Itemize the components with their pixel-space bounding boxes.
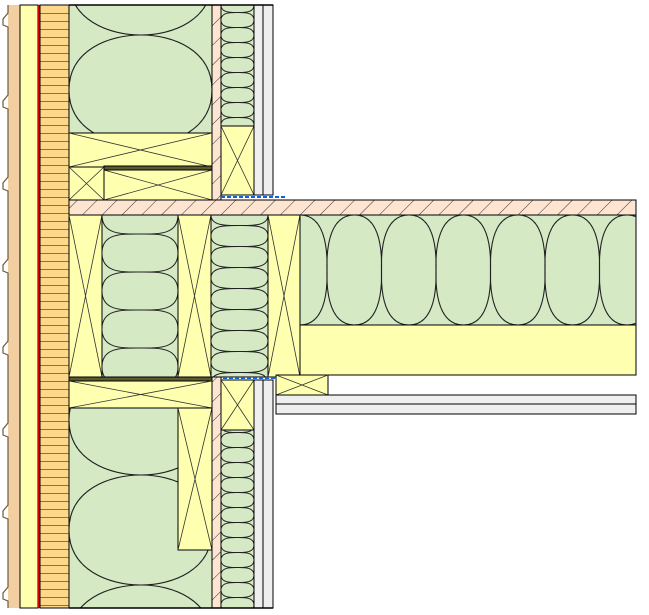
floor-deck-board: [68, 199, 637, 216]
wood-fibre-board: [39, 4, 70, 609]
cladding-board-profile: [2, 415, 9, 497]
cladding-fill: [8, 5, 20, 608]
rim-beam-3-cross: [267, 214, 301, 378]
upper-wall-insulation-pattern: [69, 5, 212, 133]
rim-beam-2-cross: [177, 214, 212, 378]
upper-gypsum-board-1: [253, 4, 264, 196]
floor-service-insulation-pattern: [211, 215, 268, 377]
cladding-board-profile: [2, 87, 9, 169]
floor-edge-insulation-pattern: [102, 215, 178, 377]
upper-wall-sole-plate-cross: [103, 169, 213, 201]
batten-layer: [19, 4, 39, 609]
lower-gypsum-board-1: [253, 379, 264, 609]
floor-joist: [299, 324, 637, 376]
cladding-board-profile: [2, 579, 9, 608]
cladding-board-profile: [2, 333, 9, 415]
cladding-board-profile: [2, 251, 9, 333]
upper-service-batten-cross: [220, 125, 255, 196]
ceiling-board-1: [275, 394, 637, 405]
upper-service-insulation-pattern: [221, 5, 254, 126]
rim-beam-1-cross: [68, 214, 103, 378]
upper-gypsum-board-2: [262, 4, 274, 196]
floor-insulation-pattern: [300, 215, 636, 325]
ceiling-board-2: [275, 403, 637, 415]
lower-service-insulation-pattern: [221, 430, 254, 608]
cladding-board-profile: [2, 497, 9, 579]
lower-osb-board: [211, 376, 222, 609]
upper-wall-seal-strip: [103, 165, 213, 171]
lower-gypsum-board-2: [262, 379, 274, 609]
cladding-board-profile: [2, 169, 9, 251]
lower-service-batten-cross: [220, 379, 255, 431]
cladding-board-profile: [2, 5, 9, 87]
lower-wall-stud-cross: [177, 407, 213, 551]
upper-wall-blocking-cross: [68, 166, 105, 201]
upper-osb-board: [211, 4, 222, 201]
lower-wall-top-plate-cross: [68, 380, 213, 409]
ceiling-batten-cross: [275, 374, 329, 396]
lower-wall-seal-strip: [68, 376, 213, 382]
upper-wall-bottom-plate-cross: [68, 132, 213, 168]
